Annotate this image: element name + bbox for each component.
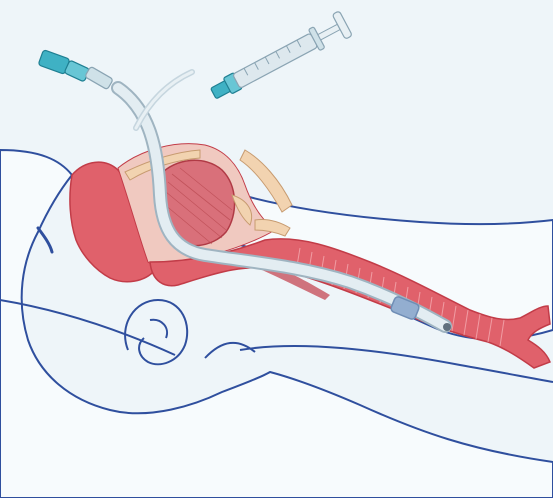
tube-connector: [38, 50, 113, 90]
eye-icon: [38, 228, 52, 252]
ear-icon: [125, 300, 187, 364]
neck-fold: [205, 343, 255, 358]
tube-tip: [443, 323, 451, 331]
inflation-syringe: [207, 11, 353, 106]
